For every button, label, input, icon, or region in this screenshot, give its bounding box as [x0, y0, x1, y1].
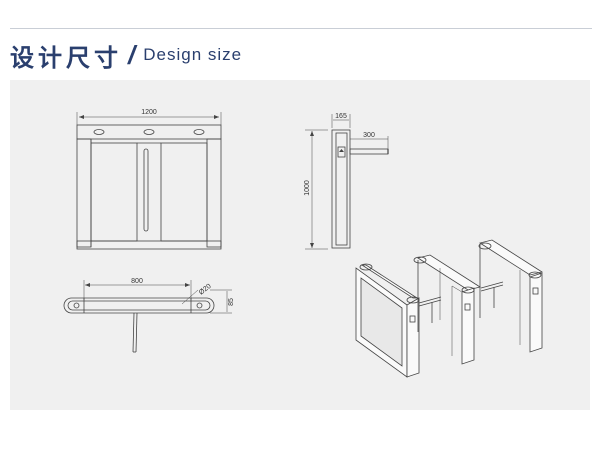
dim-height: 1000 — [304, 180, 311, 196]
page-title: 设计尺寸 / Design size — [10, 38, 242, 72]
title-separator: / — [128, 39, 136, 70]
dim-top-width: 800 — [131, 278, 143, 285]
perspective-view — [355, 239, 543, 378]
dim-arm-length: 300 — [363, 132, 375, 139]
side-view — [305, 114, 389, 250]
title-english: Design size — [143, 45, 243, 64]
front-view — [76, 112, 222, 250]
dim-front-width: 1200 — [141, 109, 157, 116]
header-rule — [10, 28, 592, 29]
dim-radius: Ø20 — [198, 283, 213, 297]
dim-top-height: 85 — [228, 298, 235, 306]
top-view — [63, 280, 232, 353]
dim-side-depth: 165 — [335, 113, 347, 120]
title-chinese: 设计尺寸 — [10, 43, 122, 72]
